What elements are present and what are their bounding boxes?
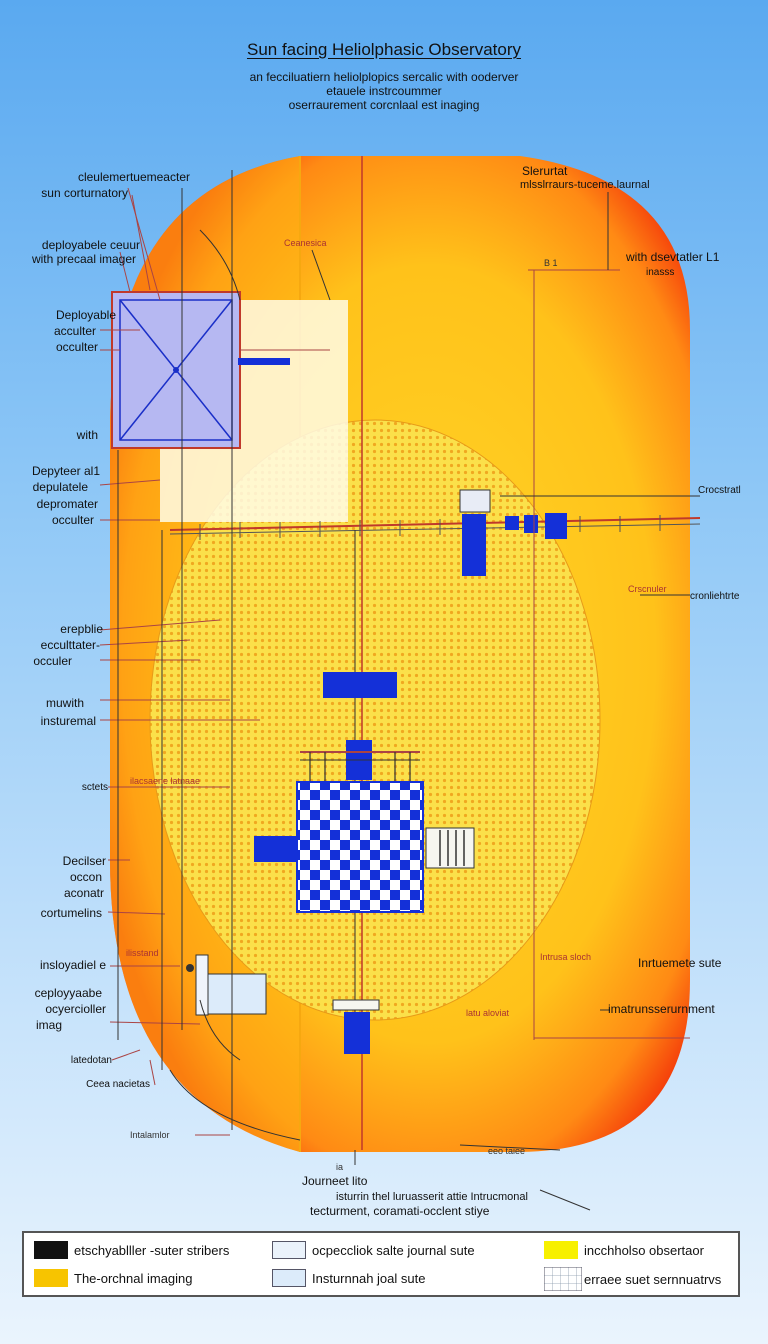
legend-item: erraee suet sernnuatrvs — [544, 1267, 721, 1291]
legend-swatch — [272, 1269, 306, 1287]
label-right: cronliehtrte — [690, 591, 740, 602]
legend-item: ocpeccliok salte journal sute — [272, 1241, 475, 1259]
annotation: ia — [336, 1162, 344, 1172]
legend-item: etschyablller -suter stribers — [34, 1241, 229, 1259]
subtitle-line: oserraurement corcnlaal est inaging — [288, 98, 480, 112]
label-left: Deployable — [55, 308, 116, 322]
label-right: imatrunsserurnment — [608, 1002, 715, 1016]
label-bottom: tecturment, coramati-occlent stiye — [310, 1204, 490, 1218]
legend-item: incchholso obsertaor — [544, 1241, 704, 1259]
side-radiator — [425, 827, 475, 869]
label-right: Crscnuler — [628, 584, 667, 594]
label-right: mlsslrraurs-tuceme.laurnal — [520, 179, 650, 191]
legend-label: Insturnnah joal sute — [312, 1270, 426, 1286]
label-right: Inrtuemete sute — [638, 956, 722, 970]
label-left: ecculttater- — [40, 638, 100, 652]
label-right: with dsevtatler L1 — [626, 250, 720, 264]
boom-mast — [462, 514, 486, 576]
label-left: deployabele ceuur — [41, 238, 140, 252]
label-left: with precaal imager — [31, 252, 136, 266]
legend-item: Insturnnah joal sute — [272, 1269, 425, 1287]
legend: etschyablller -suter stribers The-orchna… — [22, 1231, 740, 1297]
legend-swatch — [34, 1269, 68, 1287]
label-left: muwith — [45, 696, 84, 710]
label-left: with — [76, 428, 98, 442]
label-left: occulter — [55, 340, 98, 354]
annotation: ilisstand — [126, 948, 159, 958]
annotation: latu aloviat — [466, 1008, 510, 1018]
side-arm-left — [254, 836, 296, 862]
subtitle-line: etauele instrcoummer — [326, 84, 442, 98]
label-left: cortumelins — [40, 906, 102, 920]
label-right: Crocstratl — [698, 485, 741, 496]
label-left: insturemal — [40, 714, 96, 728]
legend-swatch — [544, 1241, 578, 1259]
label-right: inasss — [646, 267, 675, 278]
label-left: sctets — [81, 782, 108, 793]
label-left: Decilser — [62, 854, 106, 868]
label-left: depromater — [36, 497, 98, 511]
label-left: acculter — [53, 324, 96, 338]
annotation: eeo taiee — [488, 1146, 526, 1156]
label-left: Depyteer al1 — [31, 464, 100, 478]
annotation: Ceanesica — [284, 238, 327, 248]
label-left: imag — [35, 1018, 62, 1032]
annotation: B 1 — [544, 258, 558, 268]
legend-label: The-orchnal imaging — [74, 1270, 193, 1286]
label-left: occon — [69, 870, 102, 884]
legend-label: ocpeccliok salte journal sute — [312, 1242, 475, 1258]
label-right: Slerurtat — [522, 164, 568, 178]
annotation: Intalamlor — [130, 1130, 170, 1140]
legend-item: The-orchnal imaging — [34, 1269, 193, 1287]
label-left: occulter — [51, 513, 94, 527]
legend-swatch — [34, 1241, 68, 1259]
label-left: cleulemertuemeacter — [77, 170, 190, 184]
label-bottom: isturrin thel luruasserit attie Intrucmo… — [336, 1191, 528, 1203]
label-left: latedotan — [70, 1055, 112, 1066]
checker-body — [296, 781, 424, 913]
boom-line — [169, 517, 701, 531]
legend-label: incchholso obsertaor — [584, 1242, 704, 1258]
legend-label: etschyablller -suter stribers — [74, 1242, 230, 1258]
lower-module — [344, 1012, 370, 1054]
label-bottom: Journeet lito — [302, 1174, 368, 1188]
label-left: Ceea nacietas — [86, 1079, 150, 1090]
upper-module — [323, 672, 397, 698]
label-left: ocyercioller — [45, 1002, 106, 1016]
page-subtitle: an fecciluatiern heliolplopics sercalic … — [0, 70, 768, 112]
label-left: occuler — [33, 654, 72, 668]
page-title: Sun facing Heliolphasic Observatory — [246, 40, 522, 59]
legend-swatch — [272, 1241, 306, 1259]
annotation: ilacsaene latnaae — [130, 776, 201, 786]
annotation: Intrusa sloch — [540, 952, 592, 962]
label-left: erepblie — [60, 622, 103, 636]
label-left: depulatele — [32, 480, 88, 494]
label-left: sun corturnatory — [41, 186, 128, 200]
label-left: insloyadiel e — [39, 958, 106, 972]
label-left: ceployyaabe — [34, 986, 102, 1000]
legend-grid-swatch — [544, 1267, 582, 1291]
label-left: aconatr — [63, 886, 104, 900]
legend-label: erraee suet sernnuatrvs — [584, 1271, 722, 1287]
subtitle-line: an fecciluatiern heliolplopics sercalic … — [249, 70, 519, 84]
